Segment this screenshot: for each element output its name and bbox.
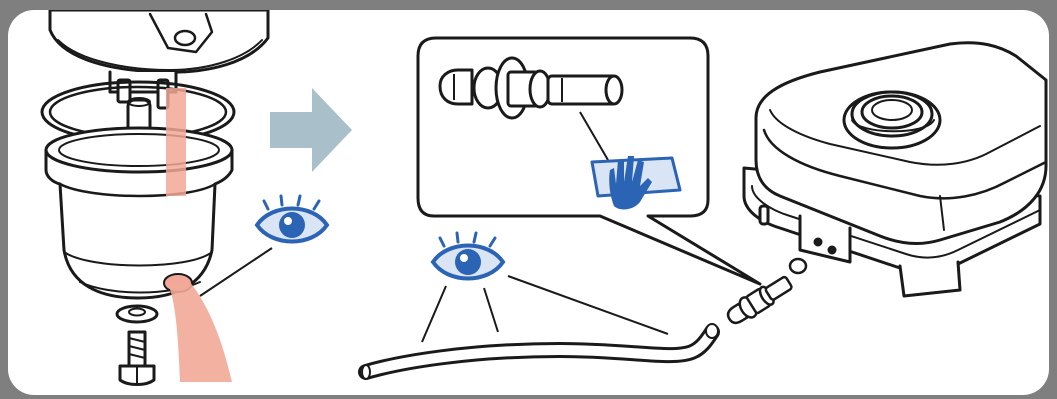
eye-pointer-line [199,247,273,297]
fuel-flow-inside [166,88,186,196]
diagram-panel [8,10,1049,395]
glove-pointer-line [579,111,609,161]
process-arrow-icon [270,88,352,172]
eye-icon [254,194,330,244]
fuel-hose [358,323,720,380]
drain-washer [115,304,159,324]
fuel-tank [742,41,1048,298]
drain-bolt [118,330,156,386]
fuel-joint-detail [438,56,624,120]
sediment-cup [44,126,234,300]
fuel-flow-drain [168,282,232,382]
joint-o-ring [788,257,808,275]
eye-icon [430,231,506,281]
sediment-cup-assembly [40,10,270,386]
diagram-canvas [40,10,1048,386]
eye-pointer-lines [421,275,669,343]
glove-cloth-icon [590,156,682,210]
fuel-joint [726,275,793,325]
